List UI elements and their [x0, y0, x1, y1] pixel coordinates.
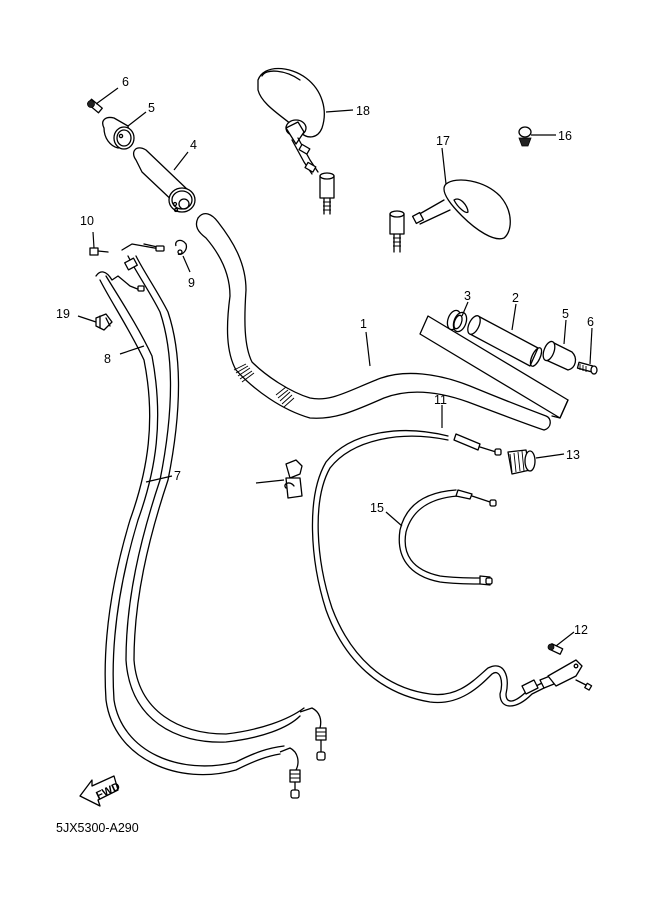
part-18-holder[interactable]	[95, 313, 113, 331]
callout-2[interactable]: 2	[512, 291, 519, 305]
callout-8[interactable]: 8	[104, 352, 111, 366]
callout-13[interactable]: 13	[566, 448, 580, 462]
part-15-mirror-right[interactable]	[389, 179, 511, 253]
callout-3[interactable]: 3	[464, 289, 471, 303]
fwd-arrow-icon: FWD	[79, 775, 122, 807]
part-3-throttle-collar[interactable]	[445, 309, 469, 334]
callout-5-right[interactable]: 5	[562, 307, 569, 321]
part-16-mirror-left[interactable]	[257, 67, 335, 215]
part-6-screw-right[interactable]	[576, 361, 598, 375]
part-6-screw-left[interactable]	[87, 98, 103, 114]
callout-14[interactable]: 16	[558, 129, 572, 143]
callout-10[interactable]: 10	[80, 214, 94, 228]
part-17-cable[interactable]	[398, 489, 497, 586]
part-5-grip-end-right[interactable]	[541, 340, 577, 371]
part-13-cable-adjuster[interactable]	[507, 449, 536, 475]
diagram-code: 5JX5300-A290	[56, 821, 139, 835]
part-4-grip-left[interactable]	[132, 147, 196, 213]
part-12-bolt[interactable]	[547, 643, 564, 655]
callout-6-left[interactable]: 6	[122, 75, 129, 89]
part-19-clamp[interactable]	[284, 459, 303, 499]
callout-5-left[interactable]: 5	[148, 101, 155, 115]
part-2-grip-right[interactable]	[465, 314, 544, 368]
callout-7[interactable]: 7	[174, 469, 181, 483]
callout-9[interactable]: 9	[188, 276, 195, 290]
part-5-grip-end-left[interactable]	[102, 116, 135, 150]
callout-1[interactable]: 1	[360, 317, 367, 331]
callout-18[interactable]: 19	[56, 307, 70, 321]
part-11-clutch-cable[interactable]	[311, 430, 593, 707]
callout-4[interactable]: 4	[190, 138, 197, 152]
part-1-handlebar[interactable]	[195, 212, 551, 431]
callout-12[interactable]: 12	[574, 623, 588, 637]
part-9-cable-guide[interactable]	[175, 239, 188, 256]
part-7-throttle-cable[interactable]	[121, 243, 327, 761]
part-8-throttle-cable[interactable]	[95, 271, 301, 799]
callout-17[interactable]: 15	[370, 501, 384, 515]
callout-15[interactable]: 17	[436, 134, 450, 148]
part-14-band[interactable]	[518, 126, 532, 147]
callout-11[interactable]: 11	[434, 393, 447, 407]
part-10-bolt[interactable]	[89, 247, 109, 256]
callouts: 18 17 16 6 5 4 10 9 19 8 7 1 3 2 5 6	[56, 75, 594, 647]
callout-16[interactable]: 18	[356, 104, 370, 118]
callout-6-right[interactable]: 6	[587, 315, 594, 329]
handlebar-knurl	[233, 363, 295, 408]
part-throttle-housing	[419, 315, 569, 419]
